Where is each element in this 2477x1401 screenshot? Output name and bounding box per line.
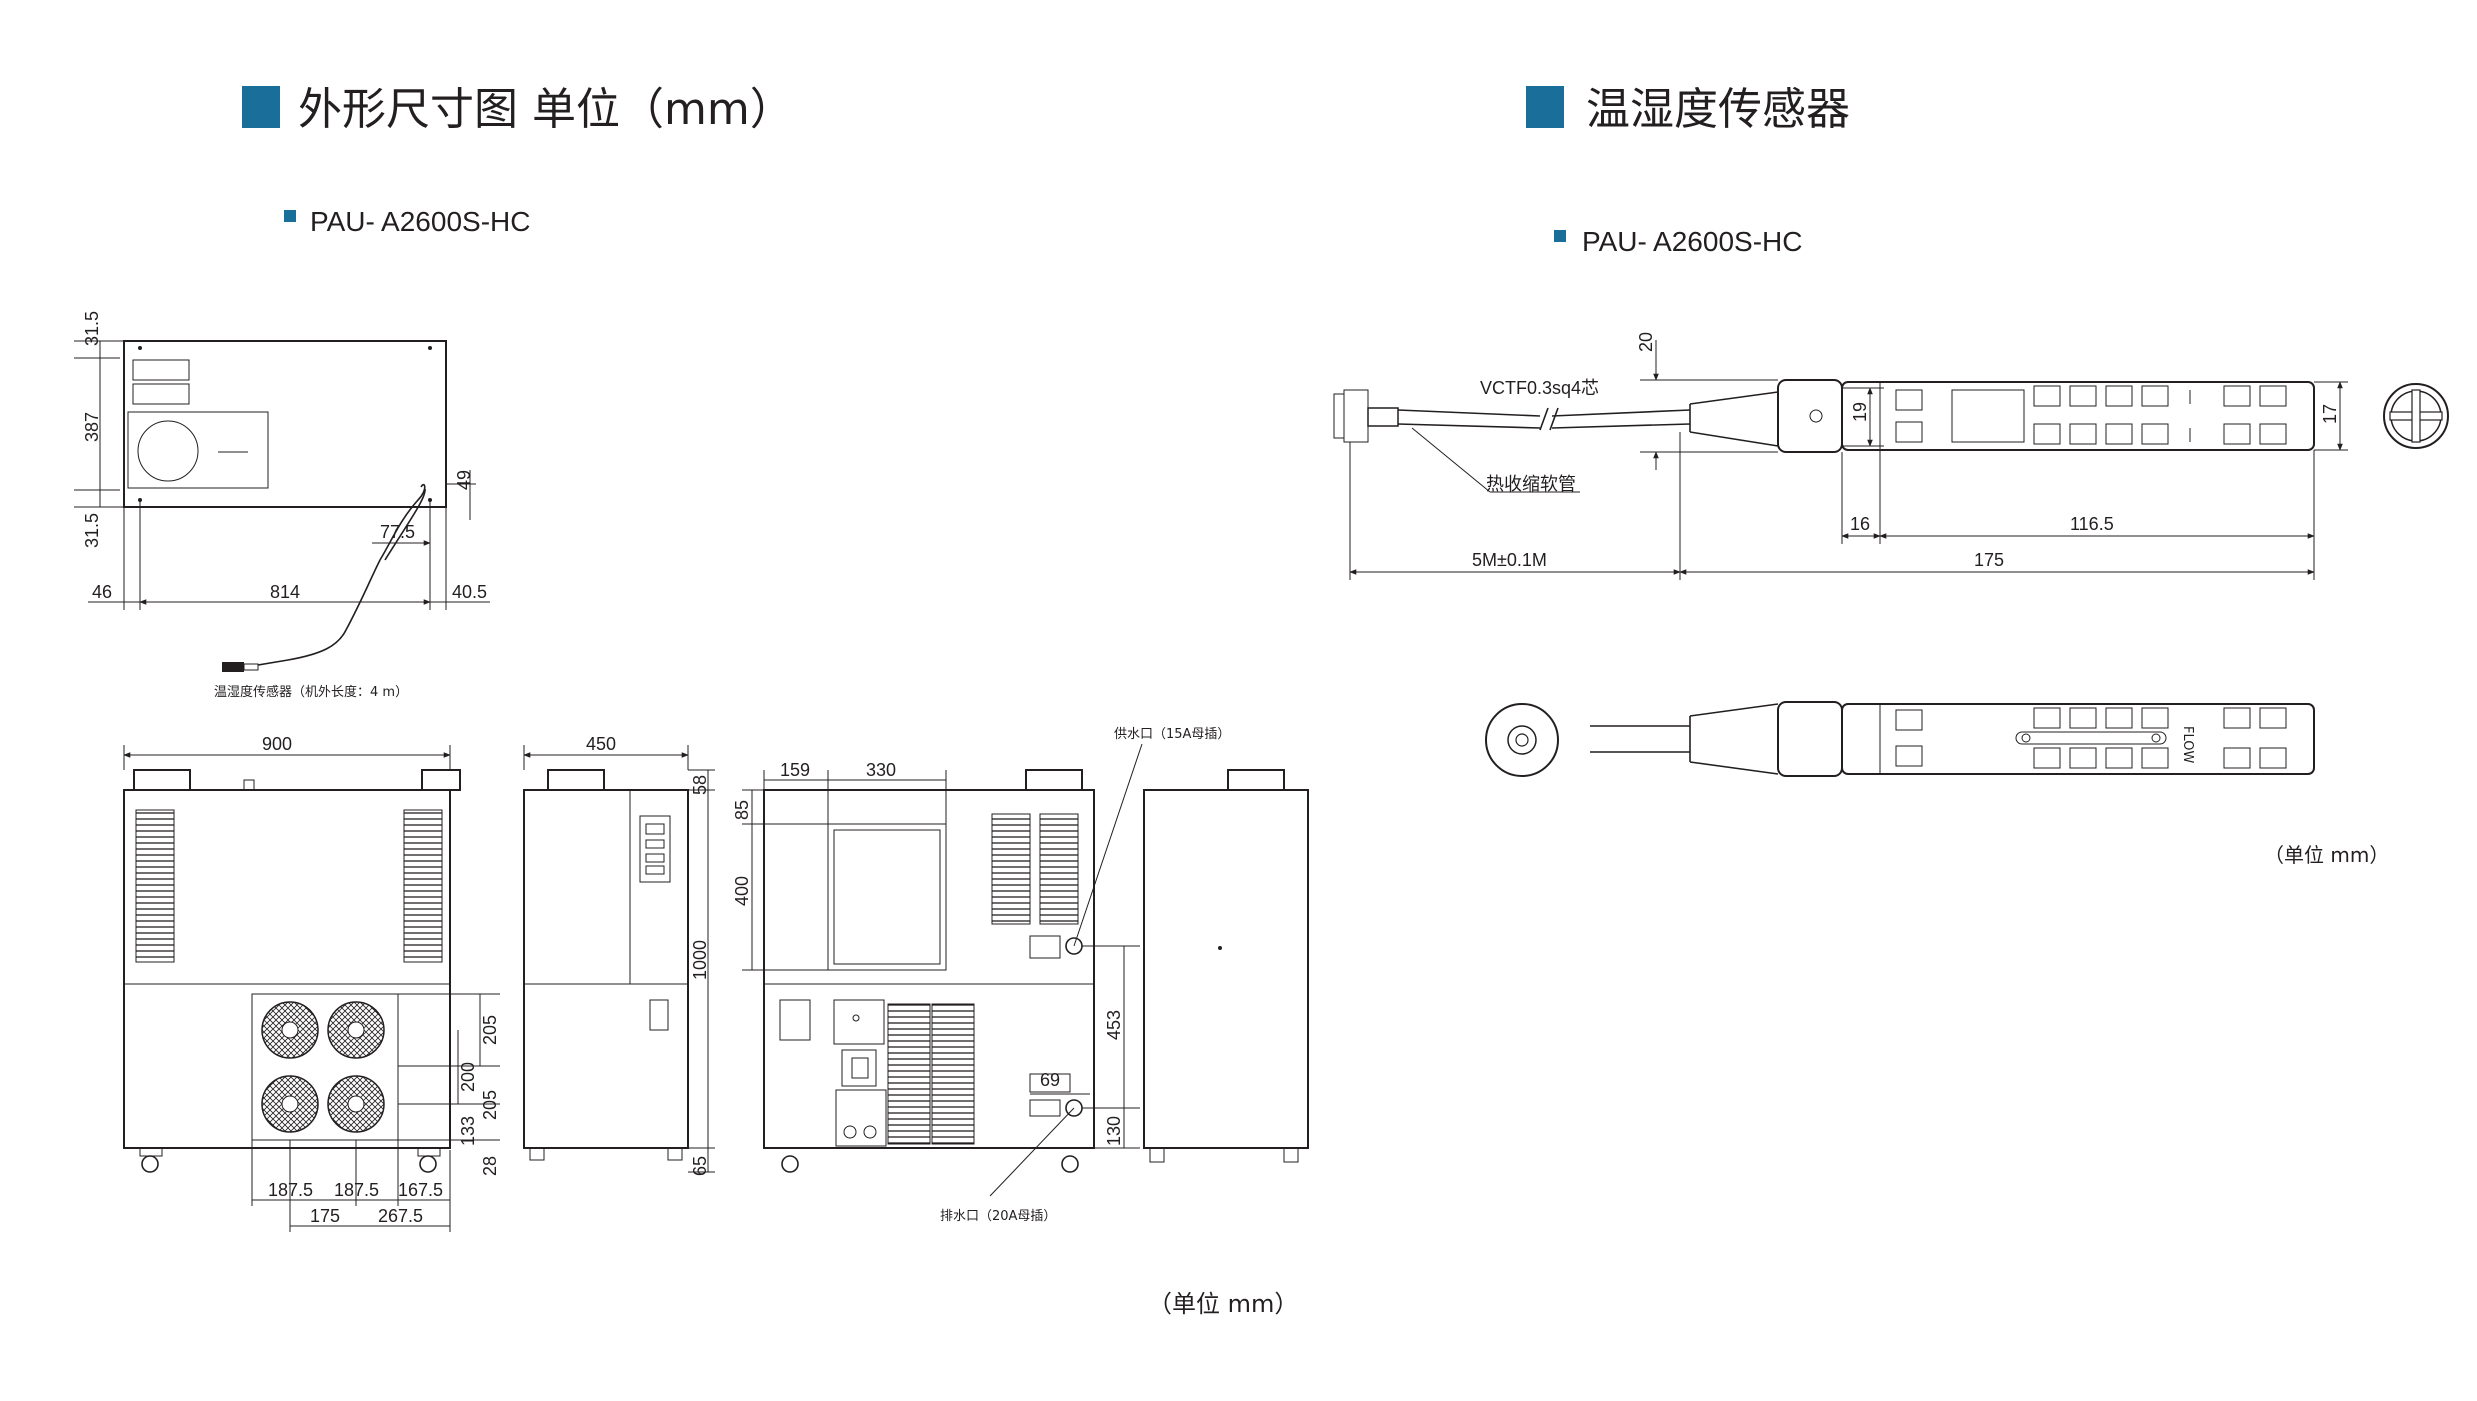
dim-label: 175 [1974,550,2004,570]
right-header: 温湿度传感器 PAU- A2600S-HC [1526,84,1850,257]
rear-view-drawing: 159 330 85 400 453 130 69 供水口（15A母插） 排水口… [732,727,1230,1224]
dim-label: 1000 [690,940,710,980]
model-bullet-icon [1554,230,1566,242]
sensor-drawing: VCTF0.3sq4芯 热收缩软管 20 19 17 16 116.5 5M±0… [1333,332,2449,580]
dim-label: 19 [1850,402,1870,422]
dim-label: 387 [82,412,102,442]
dim-label: 77.5 [380,522,415,542]
model-bullet-icon [284,210,296,222]
left-unit-label: （单位 mm） [1148,1290,1298,1318]
dim-label: 450 [586,734,616,754]
dim-label: 85 [732,800,752,820]
right-unit-label: （单位 mm） [2264,843,2389,867]
left-model-label: PAU- A2600S-HC [310,206,530,237]
shrink-tube-label: 热收缩软管 [1486,474,1576,494]
dim-label: 130 [1104,1116,1124,1146]
dim-label: 159 [780,760,810,780]
section-square-icon [242,86,280,128]
side-view-drawing: 450 58 1000 65 [523,734,715,1176]
flow-label: FLOW [2180,726,2195,763]
top-view-drawing: 温湿度传感器（机外长度：4 m） 31.5 387 31.5 49 77.5 4… [74,311,490,700]
dim-label: 187.5 [334,1180,379,1200]
dim-label: 175 [310,1206,340,1226]
dim-label: 46 [92,582,112,602]
dim-label: 17 [2320,404,2340,424]
dim-label: 20 [1636,332,1656,352]
dim-label: 814 [270,582,300,602]
sensor-end-view-icon [2383,383,2449,449]
dim-label: 267.5 [378,1206,423,1226]
dim-label: 49 [454,470,474,490]
supply-port-label: 供水口（15A母插） [1114,727,1230,742]
dim-label: 16 [1850,514,1870,534]
sensor-bottom-view-drawing: FLOW [1485,701,2315,777]
left-header: 外形尺寸图 单位（mm） PAU- A2600S-HC [242,84,794,237]
front-view-drawing: 900 205 200 205 133 28 187.5 187.5 167.5… [123,734,500,1232]
dim-label: 400 [732,876,752,906]
dim-label: 65 [690,1156,710,1176]
dim-label: 205 [480,1090,500,1120]
left-section-title: 外形尺寸图 单位（mm） [298,84,794,135]
drain-port-label: 排水口（20A母插） [940,1209,1056,1224]
cable-spec-label: VCTF0.3sq4芯 [1480,378,1599,398]
side-view-right-drawing [1143,769,1309,1163]
dim-label: 31.5 [82,311,102,346]
dim-label: 116.5 [2070,514,2114,534]
dim-label: 133 [458,1116,478,1146]
section-square-icon [1526,86,1564,128]
dim-label: 200 [458,1062,478,1092]
dim-label: 167.5 [398,1180,443,1200]
dim-label: 453 [1104,1010,1124,1040]
sensor-cable-note: 温湿度传感器（机外长度：4 m） [214,684,408,700]
dim-label: 28 [480,1156,500,1176]
dim-label: 187.5 [268,1180,313,1200]
right-section-title: 温湿度传感器 [1586,84,1850,135]
dim-label: 900 [262,734,292,754]
dim-label: 205 [480,1015,500,1045]
dim-label: 5M±0.1M [1472,550,1547,570]
dim-label: 69 [1040,1070,1060,1090]
dim-label: 31.5 [82,513,102,548]
dim-label: 40.5 [452,582,487,602]
dim-label: 58 [690,775,710,795]
right-model-label: PAU- A2600S-HC [1582,226,1802,257]
dim-label: 330 [866,760,896,780]
